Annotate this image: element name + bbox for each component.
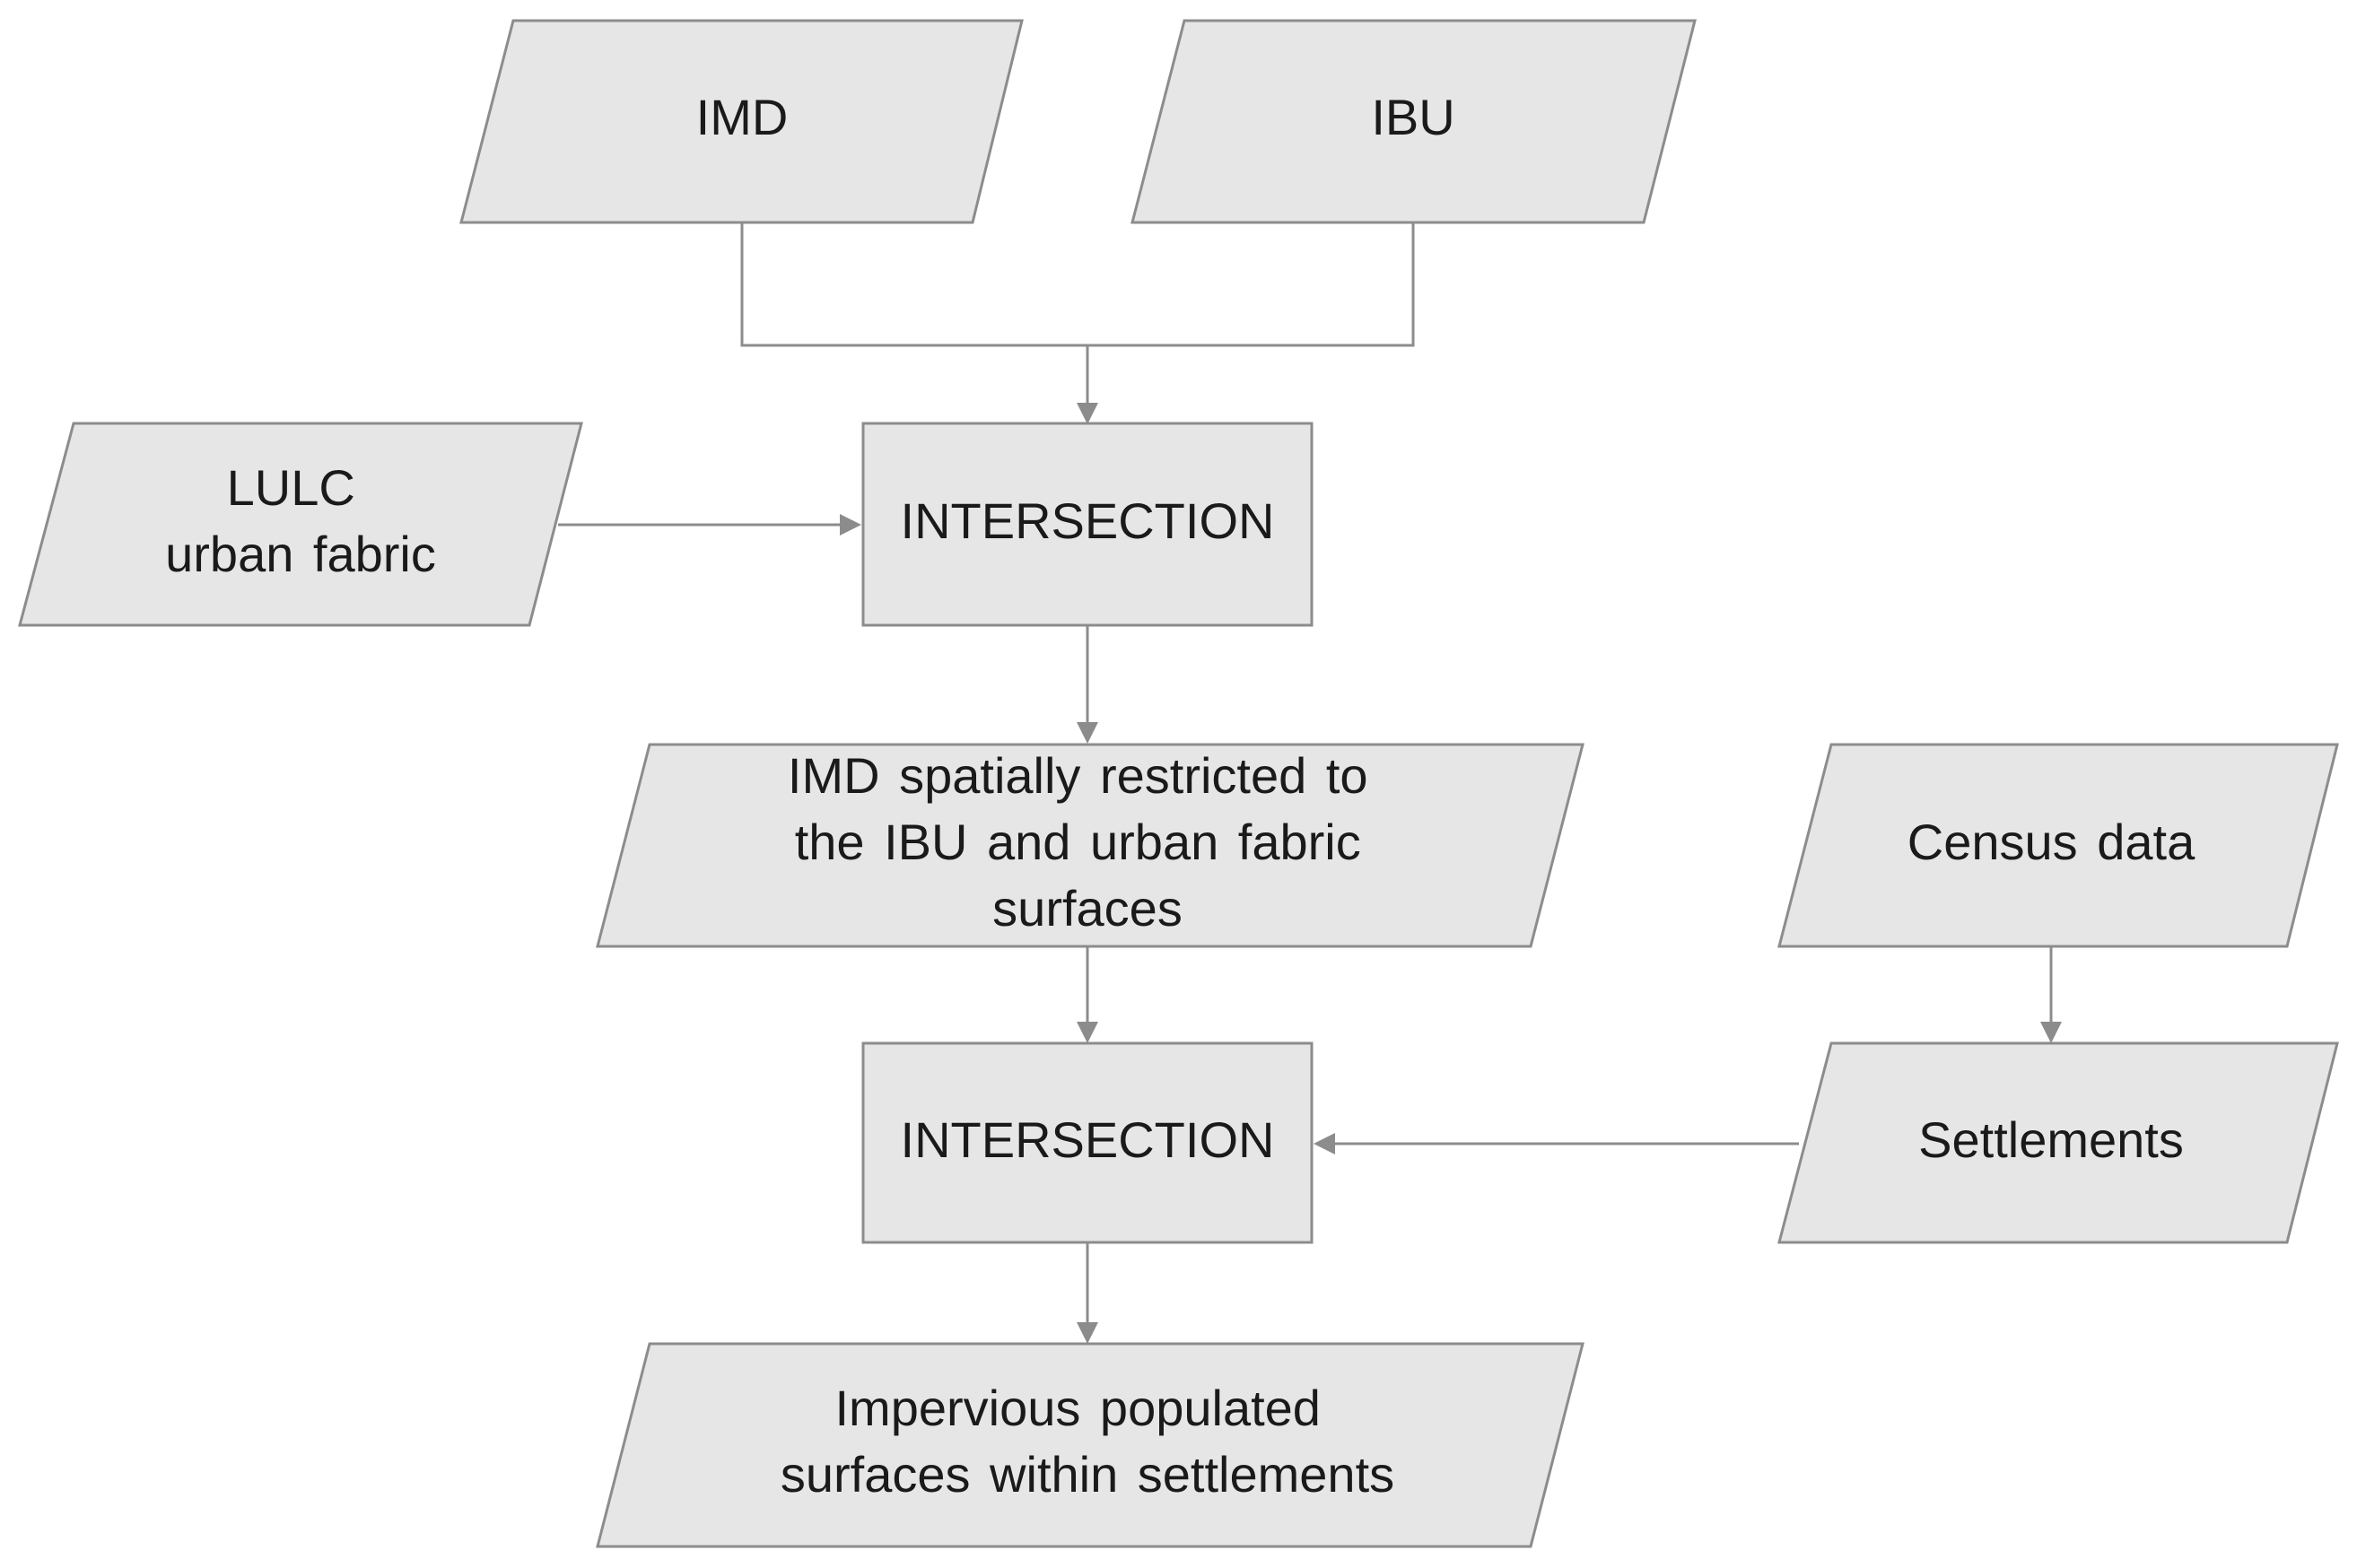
node-ibu: IBU [1130,19,1697,224]
node-intersection-1-line: INTERSECTION [901,492,1275,549]
node-intersection-1: INTERSECTION [861,422,1314,627]
connector-ibu-to-merge [1087,222,1415,347]
node-census-line: Census data [1907,814,2196,870]
node-census: Census data [1777,743,2339,948]
node-census-label: Census data [1907,814,2196,870]
node-impervious-label: Impervious populated surfaces within set… [781,1380,1394,1503]
connector-imd-to-merge [740,222,1087,347]
node-imd-restricted-shape [596,743,1584,948]
node-census-shape [1777,743,2339,948]
node-impervious-line-1: Impervious populated [834,1380,1320,1436]
node-ibu-shape [1130,19,1697,224]
node-intersection-2-shape [861,1041,1314,1244]
node-ibu-line: IBU [1371,89,1454,145]
node-settlements-line: Settlements [1918,1111,2184,1168]
node-imd-shape [459,19,1024,224]
node-lulc-label: LULC urban fabric [165,459,436,582]
node-impervious-shape [596,1342,1584,1548]
node-ibu-label: IBU [1371,89,1454,145]
node-imd-restricted-line-1: IMD spatially restricted to [788,747,1368,804]
node-lulc-line-1: LULC [227,459,355,516]
node-settlements-shape [1777,1041,2339,1244]
node-imd: IMD [459,19,1024,224]
node-impervious-line-2: surfaces within settlements [781,1446,1394,1503]
node-impervious: Impervious populated surfaces within set… [596,1342,1584,1548]
node-intersection-2-line: INTERSECTION [901,1111,1275,1168]
node-lulc: LULC urban fabric [18,422,583,627]
node-imd-restricted-label: IMD spatially restricted to the IBU and … [788,747,1387,936]
node-lulc-line-2: urban fabric [165,526,436,582]
node-intersection-1-shape [861,422,1314,627]
node-imd-line: IMD [696,89,789,145]
node-settlements: Settlements [1777,1041,2339,1244]
node-imd-restricted-line-3: surfaces [992,880,1183,936]
node-imd-restricted: IMD spatially restricted to the IBU and … [596,743,1584,948]
node-settlements-label: Settlements [1918,1111,2184,1168]
node-intersection-2: INTERSECTION [861,1041,1314,1244]
node-intersection-1-label: INTERSECTION [901,492,1275,549]
node-intersection-2-label: INTERSECTION [901,1111,1275,1168]
node-imd-label: IMD [696,89,789,145]
connectors [558,222,2062,1344]
node-lulc-shape [18,422,583,627]
node-imd-restricted-line-2: the IBU and urban fabric [795,814,1361,870]
